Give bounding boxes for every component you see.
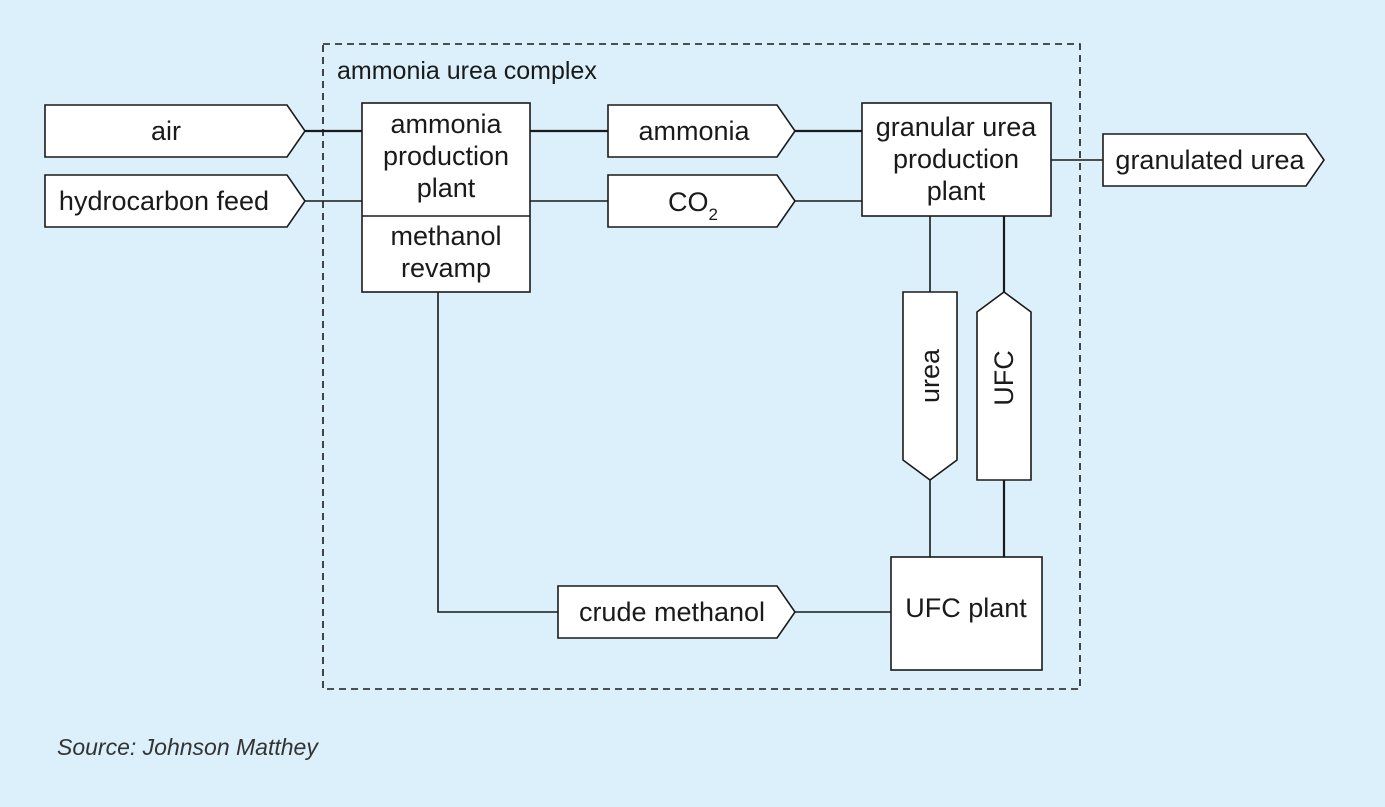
crude-methanol-label: crude methanol — [579, 597, 765, 627]
co2-arrow-shape — [607, 174, 796, 228]
complex-boundary — [322, 43, 1081, 690]
ufc-stream: UFC — [976, 291, 1032, 481]
crude-methanol-stream: crude methanol — [557, 585, 796, 639]
ufc-plant-box — [890, 556, 1043, 671]
ammonia-plant-box — [361, 102, 531, 293]
output-label: granulated urea — [1115, 145, 1305, 175]
output-arrow-shape — [1102, 133, 1325, 187]
feed-input: hydrocarbon feed — [44, 174, 306, 228]
ammonia-arrow-shape — [607, 104, 796, 158]
urea-arrow-shape — [902, 291, 958, 481]
feed-arrow-shape — [44, 174, 306, 228]
ammonia-stream: ammonia — [607, 104, 796, 158]
ammonia-plant-line-3: plant — [417, 173, 476, 203]
connector-lines — [305, 129, 1103, 613]
ufc-stream-label: UFC — [989, 350, 1019, 406]
urea-plant-box — [861, 102, 1052, 217]
urea-plant-line-1: granular urea — [876, 112, 1038, 142]
granulated-urea-output: granulated urea — [1102, 133, 1325, 187]
ammonia-plant-line-2: production — [383, 141, 509, 171]
air-input: air — [44, 104, 306, 158]
ammonia-stream-label: ammonia — [638, 116, 750, 146]
ufc-plant: UFC plant — [890, 556, 1043, 671]
ammonia-plant-line-1: ammonia — [390, 109, 502, 139]
urea-stream: urea — [902, 291, 958, 481]
ufc-plant-label: UFC plant — [905, 593, 1027, 623]
methanol-revamp-line-1: methanol — [390, 221, 501, 251]
methanol-revamp-line-2: revamp — [401, 253, 491, 283]
co2-label: CO2 — [668, 187, 718, 224]
feed-label: hydrocarbon feed — [59, 186, 269, 216]
urea-plant-line-3: plant — [927, 176, 986, 206]
source-caption: Source: Johnson Matthey — [57, 734, 319, 760]
co2-stream: CO2 — [607, 174, 796, 228]
complex-label: ammonia urea complex — [337, 57, 597, 85]
urea-plant: granular urea production plant — [861, 102, 1052, 217]
urea-stream-label: urea — [915, 348, 945, 403]
methanol-out-connector — [437, 292, 558, 613]
urea-plant-line-2: production — [893, 144, 1019, 174]
air-arrow-shape — [44, 104, 306, 158]
crude-methanol-arrow-shape — [557, 585, 796, 639]
air-label: air — [151, 116, 181, 146]
ufc-arrow-shape — [976, 291, 1032, 481]
ammonia-plant: ammonia production plant methanol revamp — [361, 102, 531, 293]
